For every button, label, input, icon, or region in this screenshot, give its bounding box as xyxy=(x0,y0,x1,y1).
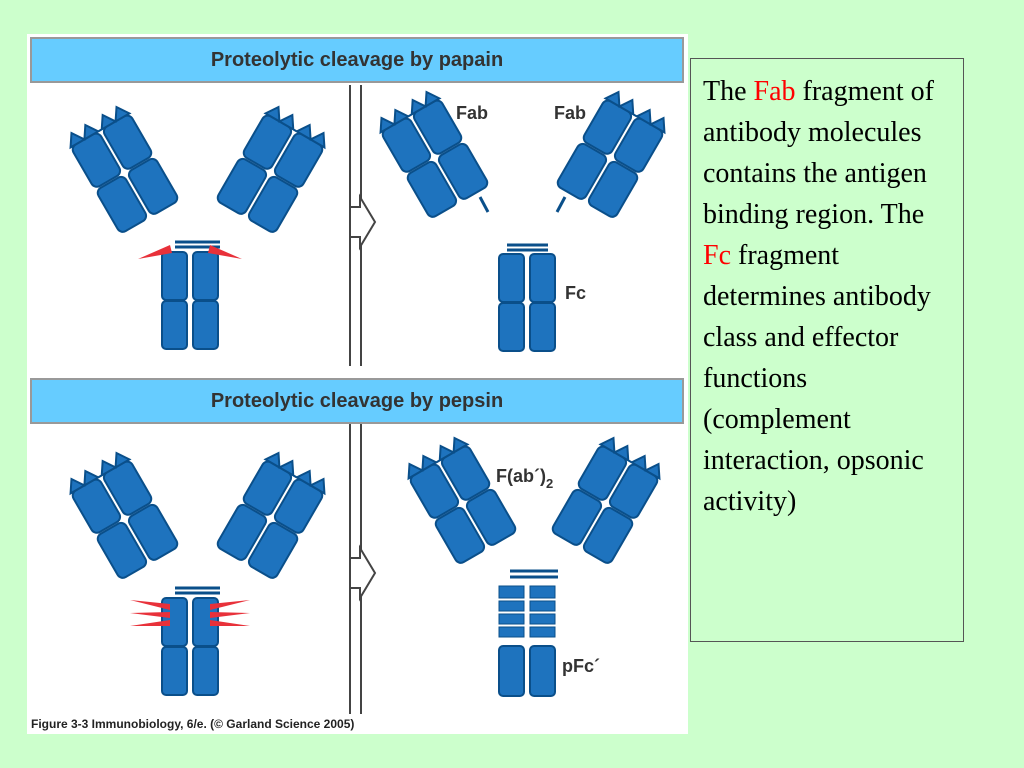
fab-right-label: Fab xyxy=(554,103,586,123)
fc-fragment xyxy=(498,243,556,352)
papain-panel: Fab Fab Fc Proteolytic cleavage by papai… xyxy=(30,37,684,366)
fc-label: Fc xyxy=(565,283,586,303)
fc-term: Fc xyxy=(703,240,731,271)
cleavage-wedge-icon xyxy=(130,600,250,626)
antibody-icon xyxy=(63,448,332,696)
papain-header: Proteolytic cleavage by papain xyxy=(30,37,684,83)
fab-term: Fab xyxy=(753,76,796,107)
pfc-fragment xyxy=(498,585,556,697)
arrow-right-icon xyxy=(349,193,377,251)
description-text-1: The xyxy=(703,76,754,107)
fab-fragment-left xyxy=(373,87,491,220)
fab2-label: F(ab´)2 xyxy=(496,466,553,491)
pepsin-header: Proteolytic cleavage by pepsin xyxy=(30,378,684,424)
antibody-icon xyxy=(63,102,332,350)
papain-diagram: Fab Fab Fc xyxy=(63,85,672,366)
description-text-2: fragment of antibody molecules contains … xyxy=(703,76,934,230)
fab2-fragment xyxy=(401,433,667,579)
figure-caption: Figure 3-3 Immunobiology, 6/e. (© Garlan… xyxy=(31,717,355,731)
arrow-right-icon xyxy=(349,544,377,602)
pfc-label: pFc´ xyxy=(562,656,600,676)
fab-left-label: Fab xyxy=(456,103,488,123)
fab-fragment-right xyxy=(554,87,672,220)
cleavage-wedge-icon xyxy=(208,245,242,259)
immunology-figure: Fab Fab Fc Proteolytic cleavage by papai… xyxy=(27,34,688,734)
description-textbox: The Fab fragment of antibody molecules c… xyxy=(690,58,964,642)
description-text-3: fragment determines antibody class and e… xyxy=(703,240,931,517)
pepsin-diagram: F(ab´)2 pFc´ xyxy=(63,423,667,714)
pepsin-panel: F(ab´)2 pFc´ Proteolytic cleavage by pep… xyxy=(30,378,684,714)
cleavage-wedge-icon xyxy=(138,245,172,259)
